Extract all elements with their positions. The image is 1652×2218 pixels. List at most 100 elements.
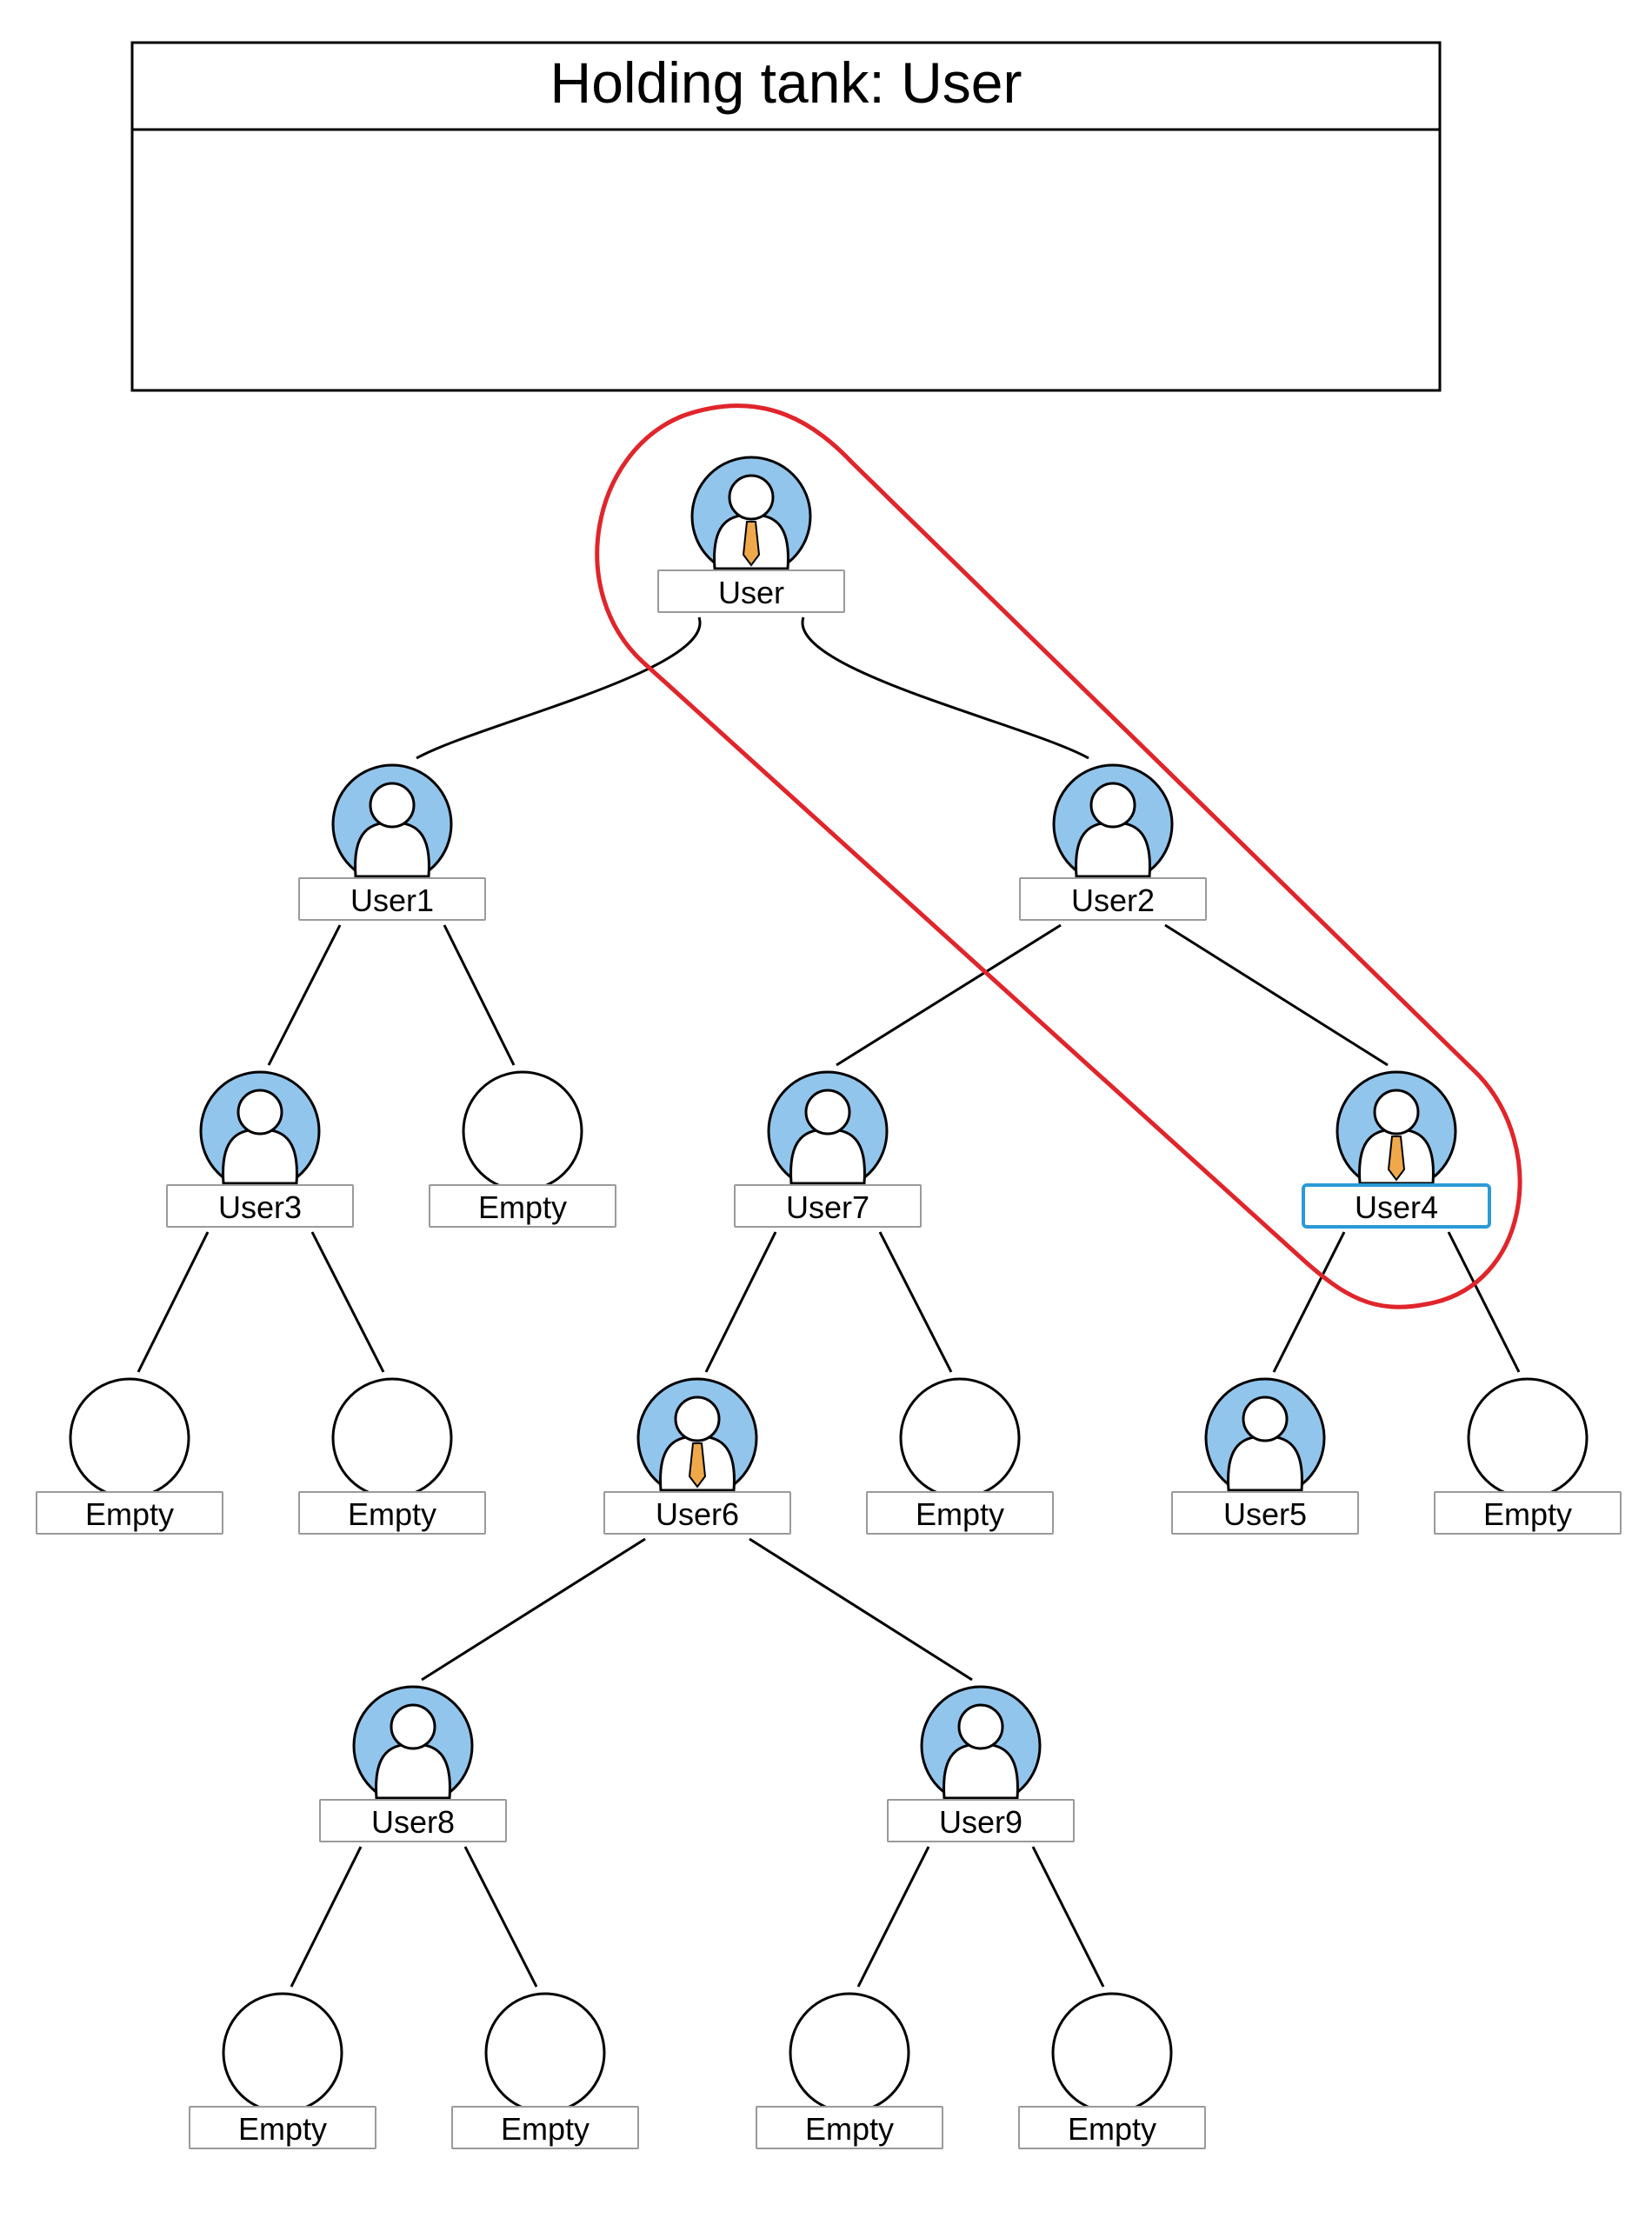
tree-edge [290,1846,363,1988]
tree-edge [416,616,702,760]
node-label-box [319,1799,507,1842]
node-label-box [36,1491,223,1535]
node-label-box [451,2106,639,2149]
holding-tank-title: Holding tank: User [550,50,1023,115]
node-label: Empty [478,1189,567,1225]
empty-slot-node[interactable]: Empty [1018,1992,1206,2149]
user-icon [354,782,430,878]
tree-edge [1272,1231,1346,1373]
empty-slot-node[interactable]: Empty [189,1992,376,2149]
user-icon [222,1089,298,1185]
node-label: User [718,575,784,610]
empty-slot-circle [331,1377,453,1499]
tree-edge [1447,1231,1521,1373]
user-icon [789,1089,866,1185]
empty-slot-node[interactable]: Empty [298,1377,486,1535]
tree-edge [878,1231,953,1373]
tie-icon [742,521,761,567]
user-node[interactable]: User6 [603,1377,791,1535]
user-icon [943,1703,1019,1800]
tree-edge [267,924,342,1066]
node-label: User8 [371,1804,455,1840]
node-label-box [657,569,845,613]
empty-slot-node[interactable]: Empty [756,1992,943,2149]
user-node[interactable]: User3 [166,1070,354,1228]
node-label: User2 [1071,883,1155,918]
node-label: Empty [916,1496,1004,1532]
node-label-box [298,877,486,921]
empty-slot-circle [69,1377,190,1499]
holding-tank-drop-area[interactable] [134,131,1438,389]
user-node[interactable]: User4 [1302,1070,1491,1229]
tree-edge [421,1537,646,1682]
selected-node-label-box [1302,1183,1491,1229]
node-label: Empty [238,2111,327,2147]
empty-slot-node[interactable]: Empty [866,1377,1054,1535]
user-icon [1075,782,1151,878]
node-label: User9 [939,1804,1023,1840]
user-node[interactable]: User7 [734,1070,922,1228]
businessman-icon [1358,1089,1435,1185]
empty-slot-circle [899,1377,1021,1499]
tree-edge [704,1231,777,1373]
node-label: Empty [85,1496,174,1532]
node-label-box [603,1491,791,1535]
node-label-box [429,1184,616,1228]
empty-slot-circle [222,1992,343,2114]
empty-slot-circle [789,1992,910,2114]
node-label: User4 [1355,1189,1438,1225]
highlighted-path-outline [595,403,1522,1309]
tree-edge [856,1846,930,1988]
empty-slot-node[interactable]: Empty [451,1992,639,2149]
user-node[interactable]: User1 [298,763,486,921]
node-label-box [166,1184,354,1228]
user-node[interactable]: User5 [1171,1377,1359,1535]
node-label-box [1434,1491,1622,1535]
empty-slot-circle [1051,1992,1173,2114]
tree-edge [137,1231,210,1373]
node-label-box [756,2106,943,2149]
tree-edge [801,616,1089,760]
node-label-box [887,1799,1075,1842]
user-node[interactable]: User [657,456,845,613]
empty-slot-node[interactable]: Empty [1434,1377,1622,1535]
node-label-box [1171,1491,1359,1535]
node-label-box [734,1184,922,1228]
node-label-box [1018,2106,1206,2149]
node-label-box [1019,877,1207,921]
tie-icon [688,1442,707,1489]
tree-edge [310,1231,385,1373]
node-label: Empty [805,2111,894,2147]
user-node[interactable]: User8 [319,1685,507,1842]
empty-slot-circle [1467,1377,1589,1499]
node-label: User1 [350,883,434,918]
user-icon [375,1703,451,1800]
tree-edge [836,923,1062,1067]
node-label: Empty [1068,2111,1156,2147]
node-label: Empty [348,1496,436,1532]
tree-edge [443,924,516,1066]
holding-tank-frame [130,41,1442,392]
businessman-icon [713,474,789,570]
empty-slot-node[interactable]: Empty [36,1377,223,1535]
node-label-box [189,2106,376,2149]
empty-slot-node[interactable]: Empty [429,1070,616,1228]
node-label: Empty [501,2111,590,2147]
node-label-box [298,1491,486,1535]
highlight-layer [595,403,1522,1309]
user-node[interactable]: User2 [1019,763,1207,921]
node-label-box [866,1491,1054,1535]
node-label: User5 [1223,1496,1307,1532]
node-label: User7 [786,1189,869,1225]
tree-edges [137,616,1521,1988]
node-label: Empty [1483,1496,1572,1532]
user-node[interactable]: User9 [887,1685,1075,1842]
businessman-icon [659,1395,736,1492]
holding-tank-panel: Holding tank: User [130,41,1442,392]
tree-edge [463,1846,538,1988]
tree-edge [749,1537,973,1682]
node-label: User3 [218,1189,302,1225]
empty-slot-circle [462,1070,583,1192]
